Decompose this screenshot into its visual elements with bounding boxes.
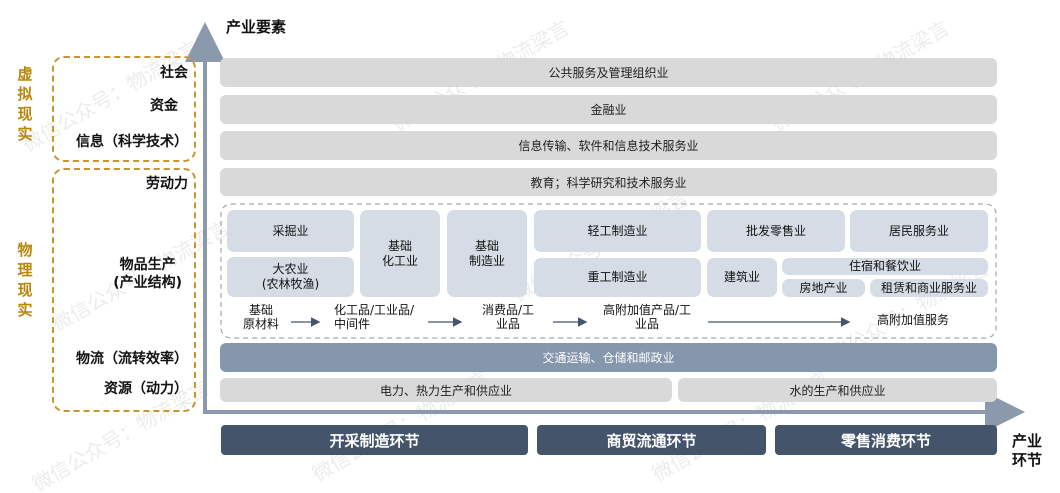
flow-high-value-line1: 高附加值产品/工	[602, 303, 692, 317]
element-capital: 资金	[150, 98, 178, 114]
flow-raw-line2: 原材料	[242, 317, 279, 331]
box-leasing-business: 租赁和商业服务业	[870, 279, 988, 297]
bar-finance: 金融业	[220, 95, 997, 124]
flow-raw-materials: 基础 原材料	[236, 303, 286, 331]
flow-intermediate-line1: 化工品/工业品/	[333, 303, 415, 317]
box-agriculture: 大农业 (农林牧渔)	[227, 257, 354, 297]
virtual-reality-title: 虚拟现实	[17, 65, 33, 143]
bar-public-services: 公共服务及管理组织业	[220, 58, 997, 87]
basic-manufacturing-line2: 制造业	[468, 253, 505, 268]
x-axis-title-line1: 产业	[1012, 432, 1043, 450]
element-resources: 资源（动力）	[104, 381, 188, 397]
basic-chemical-line2: 化工业	[381, 253, 418, 268]
flow-intermediate: 化工品/工业品/ 中间件	[322, 303, 426, 331]
flow-intermediate-line2: 中间件	[334, 317, 371, 331]
bar-it-services: 信息传输、软件和信息技术服务业	[220, 131, 997, 160]
stage-mining-manufacturing: 开采制造环节	[221, 425, 528, 455]
box-basic-chemical: 基础 化工业	[360, 210, 440, 297]
box-mining: 采掘业	[227, 210, 354, 252]
stage-trade-circulation: 商贸流通环节	[537, 425, 766, 455]
box-basic-manufacturing: 基础 制造业	[447, 210, 527, 297]
element-information: 信息（科学技术）	[76, 134, 188, 150]
bar-transport: 交通运输、仓储和邮政业	[220, 343, 997, 372]
box-resident-services: 居民服务业	[850, 210, 988, 252]
goods-production-line2: (产业结构)	[113, 275, 182, 291]
flow-consumer-line2: 业品	[495, 317, 520, 331]
bar-water: 水的生产和供应业	[678, 378, 997, 402]
flow-high-value-services: 高附加值服务	[876, 313, 949, 327]
physical-reality-frame	[52, 168, 196, 412]
element-logistics: 物流（流转效率）	[76, 351, 188, 367]
element-goods-production: 物品生产 (产业结构)	[113, 256, 182, 292]
box-heavy-manufacturing: 重工制造业	[534, 258, 701, 297]
box-real-estate: 房地产业	[782, 279, 865, 297]
flow-consumer-goods: 消费品/工 业品	[466, 303, 550, 331]
agriculture-line2: (农林牧渔)	[261, 277, 320, 291]
flow-high-value-line2: 业品	[634, 317, 659, 331]
bar-power: 电力、热力生产和供应业	[220, 378, 672, 402]
box-wholesale-retail: 批发零售业	[707, 210, 845, 252]
element-society: 社会	[160, 65, 188, 81]
y-axis-title: 产业要素	[226, 18, 287, 36]
stage-retail-consumption: 零售消费环节	[775, 425, 997, 455]
x-axis-title-line2: 环节	[1012, 451, 1043, 469]
bar-education: 教育；科学研究和技术服务业	[220, 168, 997, 196]
flow-consumer-line1: 消费品/工	[481, 303, 535, 317]
box-accommodation-catering: 住宿和餐饮业	[782, 258, 988, 275]
box-light-manufacturing: 轻工制造业	[534, 210, 701, 252]
goods-production-line1: 物品生产	[119, 257, 176, 273]
basic-chemical-line1: 基础	[387, 238, 412, 253]
virtual-reality-frame	[52, 56, 196, 162]
basic-manufacturing-line1: 基础	[474, 238, 499, 253]
box-construction: 建筑业	[707, 258, 777, 297]
physical-reality-title: 物理现实	[17, 241, 33, 319]
agriculture-line1: 大农业	[272, 262, 309, 276]
element-labels: 社会 资金 信息（科学技术） 劳动力 物品生产 (产业结构) 物流（流转效率） …	[60, 0, 188, 493]
flow-raw-line1: 基础	[248, 303, 273, 317]
flow-high-value-products: 高附加值产品/工 业品	[590, 303, 704, 331]
x-axis-title: 产业 环节	[1012, 432, 1042, 470]
element-labor: 劳动力	[146, 176, 188, 192]
